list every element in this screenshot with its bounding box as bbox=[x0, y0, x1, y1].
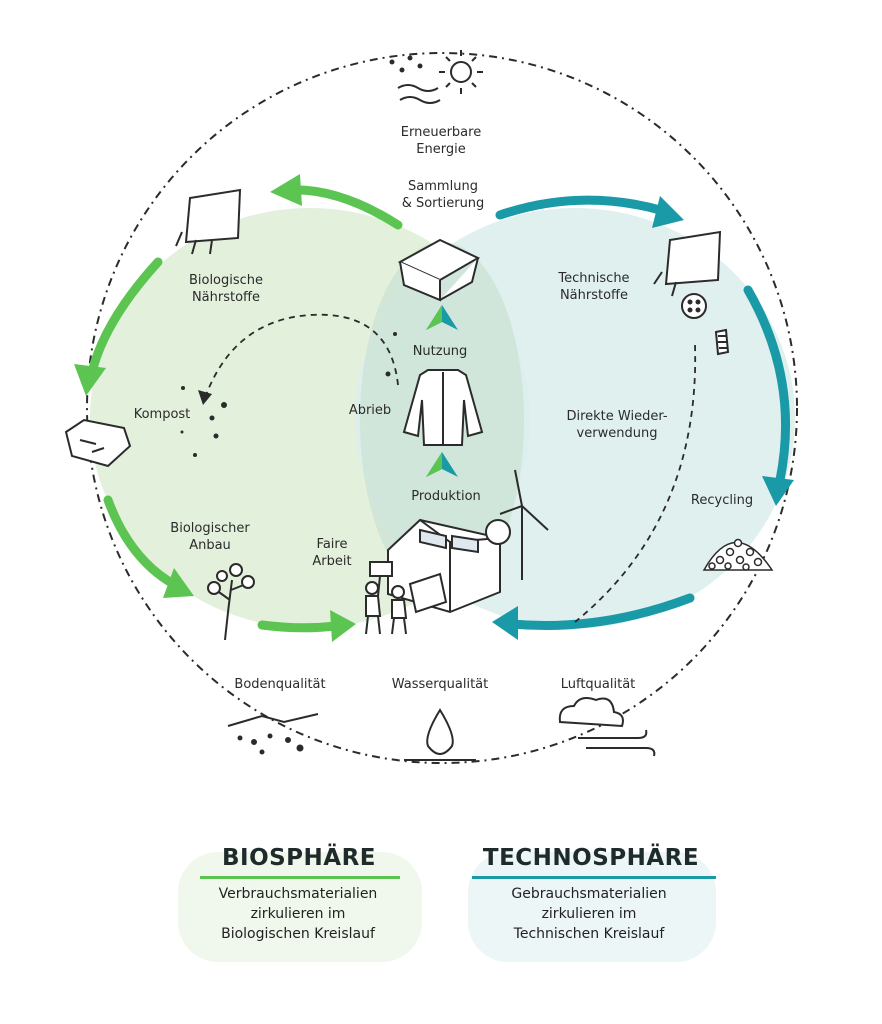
tech-legend-wash bbox=[468, 852, 716, 962]
sun-icon bbox=[439, 50, 483, 94]
bio-legend-description: Verbrauchsmaterialien zirkulieren im Bio… bbox=[219, 884, 378, 944]
bio-arrow-left bbox=[87, 257, 163, 377]
bio-arrow-bottom-left bbox=[103, 495, 180, 590]
label-fair-work-line1: Faire bbox=[316, 537, 348, 552]
label-energy: Erneuerbare Energie bbox=[401, 124, 481, 158]
label-bio-nutrients-line2: Nährstoffe bbox=[191, 290, 261, 305]
diagram-canvas bbox=[64, 50, 798, 764]
bio-arrowhead-left bbox=[74, 364, 106, 396]
tech-arrow-top bbox=[495, 195, 665, 220]
label-tech-nutrients-line1: Technische bbox=[558, 271, 630, 286]
label-bio-nutrients: Biologische Nährstoffe bbox=[189, 272, 263, 306]
label-use: Nutzung bbox=[412, 344, 468, 359]
cotton-plant-icon bbox=[207, 563, 255, 641]
produktion-arrow-left-half bbox=[426, 452, 442, 477]
label-bio-nutrients-line1: Biologische bbox=[188, 273, 264, 288]
bio-arrowhead-top bbox=[270, 174, 302, 206]
bio-legend-line2: zirkulieren im bbox=[250, 906, 346, 922]
label-energy-line2: Energie bbox=[416, 142, 466, 157]
button-icon bbox=[681, 293, 707, 319]
bio-legend-wash bbox=[178, 852, 422, 962]
label-bio-farming: Biologischer Anbau bbox=[170, 520, 249, 554]
label-tech-nutrients-line2: Nährstoffe bbox=[559, 288, 629, 303]
outer-boundary-circle bbox=[86, 52, 798, 764]
label-compost: Kompost bbox=[133, 407, 191, 422]
label-collection-line2: & Sortierung bbox=[401, 196, 485, 211]
compost-dots-icon bbox=[180, 332, 397, 457]
tech-legend-line2: zirkulieren im bbox=[541, 906, 637, 922]
tech-arrow-right bbox=[743, 285, 791, 485]
label-energy-line1: Erneuerbare bbox=[400, 125, 482, 140]
nutzung-arrow-left-half bbox=[426, 305, 442, 330]
label-tech-nutrients: Technische Nährstoffe bbox=[558, 270, 629, 304]
factory-icon bbox=[387, 518, 501, 614]
tech-legend-underline bbox=[472, 876, 716, 879]
bio-legend-underline bbox=[200, 876, 400, 879]
tech-legend-line3: Technischen Kreislauf bbox=[513, 926, 665, 942]
soil-icon bbox=[227, 713, 319, 755]
label-water-quality: Wasserqualität bbox=[391, 677, 489, 692]
water-waves-icon bbox=[389, 55, 441, 104]
label-production: Produktion bbox=[411, 489, 481, 504]
compost-loop-arrowhead bbox=[198, 390, 212, 405]
label-abrasion: Abrieb bbox=[348, 403, 392, 418]
bio-arrowhead-bottom bbox=[330, 610, 356, 642]
tech-arrow-bottom bbox=[507, 593, 695, 630]
tech-legend-line1: Gebrauchsmaterialien bbox=[511, 886, 667, 902]
bio-arrowhead-bottom-left bbox=[163, 568, 194, 598]
wind-turbine-icon bbox=[485, 469, 549, 580]
water-drop-icon bbox=[404, 708, 476, 761]
tech-arrowhead-bottom bbox=[492, 606, 518, 640]
label-collection-line1: Sammlung bbox=[408, 179, 478, 194]
zipper-icon bbox=[714, 328, 730, 356]
crate-icon bbox=[397, 238, 481, 302]
label-recycling: Recycling bbox=[690, 493, 754, 508]
label-bio-farming-line1: Biologischer bbox=[170, 521, 250, 536]
label-fair-work: Faire Arbeit bbox=[312, 536, 351, 570]
label-direct-reuse: Direkte Wieder- verwendung bbox=[566, 408, 667, 442]
tech-arrowhead-top bbox=[652, 196, 684, 228]
tech-legend-title: TECHNOSPHÄRE bbox=[482, 845, 700, 871]
textile-patch-icon bbox=[175, 188, 242, 255]
bio-legend-line3: Biologischen Kreislauf bbox=[221, 926, 375, 942]
compost-loop-dashed bbox=[205, 313, 399, 396]
tech-arrowhead-right bbox=[762, 476, 794, 506]
tech-legend-description: Gebrauchsmaterialien zirkulieren im Tech… bbox=[511, 884, 666, 944]
workers-icon bbox=[365, 561, 408, 635]
cloud-wind-icon bbox=[558, 697, 656, 757]
label-collection: Sammlung & Sortierung bbox=[402, 178, 485, 212]
textile-patch-icon bbox=[653, 230, 722, 297]
label-air-quality: Luftqualität bbox=[560, 677, 636, 692]
jacket-icon bbox=[402, 369, 484, 446]
reuse-loop-dashed bbox=[574, 344, 697, 623]
label-soil-quality: Bodenqualität bbox=[234, 677, 326, 692]
bio-legend-title: BIOSPHÄRE bbox=[221, 845, 377, 871]
label-direct-reuse-line1: Direkte Wieder- bbox=[566, 409, 668, 424]
bio-arrow-bottom bbox=[257, 620, 340, 633]
label-bio-farming-line2: Anbau bbox=[189, 538, 231, 553]
granulate-pile-icon bbox=[702, 538, 774, 571]
bio-legend-line1: Verbrauchsmaterialien bbox=[218, 886, 378, 902]
label-fair-work-line2: Arbeit bbox=[312, 554, 352, 569]
label-direct-reuse-line2: verwendung bbox=[576, 426, 658, 441]
leaf-fragment-icon bbox=[64, 418, 132, 468]
